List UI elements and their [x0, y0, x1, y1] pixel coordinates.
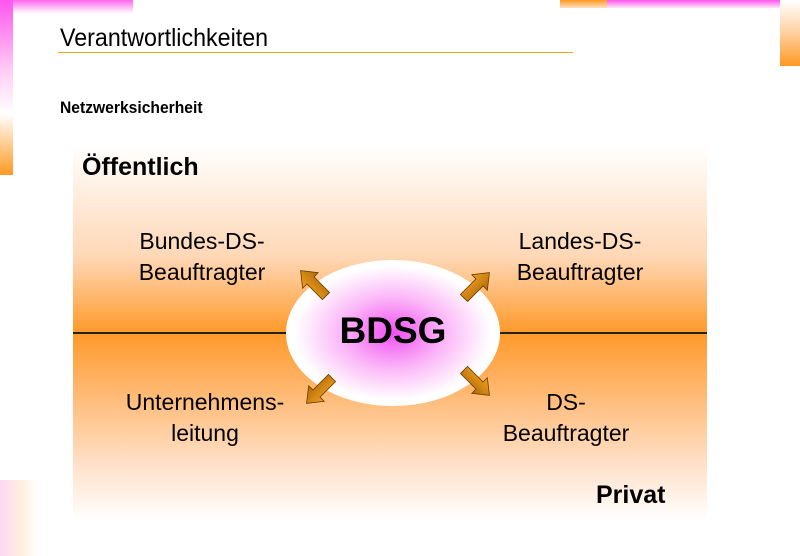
center-label: BDSG [339, 310, 447, 351]
node-line: Landes-DS- [518, 228, 642, 254]
node-line: leitung [171, 420, 239, 446]
node-line: Beauftragter [516, 259, 644, 285]
public-label: Öffentlich [82, 153, 199, 181]
node-bundes-ds: Bundes-DS- Beauftragter [112, 226, 292, 288]
node-ds-beauftragter: DS- Beauftragter [476, 387, 656, 449]
decor-bar [607, 0, 780, 8]
node-line: Bundes-DS- [139, 228, 265, 254]
node-line: Unternehmens- [125, 389, 285, 415]
arrow-up-left-icon [292, 262, 335, 305]
decor-bar [0, 480, 38, 556]
node-line: Beauftragter [502, 420, 630, 446]
node-landes-ds: Landes-DS- Beauftragter [490, 226, 670, 288]
arrow-down-right-icon [455, 361, 498, 404]
decor-bar [780, 0, 800, 66]
decor-bar [0, 0, 13, 175]
arrow-up-right-icon [455, 264, 498, 307]
node-line: DS- [546, 389, 586, 415]
arrow-down-left-icon [298, 369, 341, 412]
decor-bar [12, 0, 133, 14]
slide-title: Verantwortlichkeiten [60, 24, 269, 52]
slide-subtitle: Netzwerksicherheit [60, 98, 203, 117]
private-label: Privat [596, 481, 666, 509]
node-line: Beauftragter [138, 259, 266, 285]
title-underline [58, 52, 573, 53]
node-unternehmensleitung: Unternehmens- leitung [100, 387, 310, 449]
decor-bar [560, 0, 607, 8]
